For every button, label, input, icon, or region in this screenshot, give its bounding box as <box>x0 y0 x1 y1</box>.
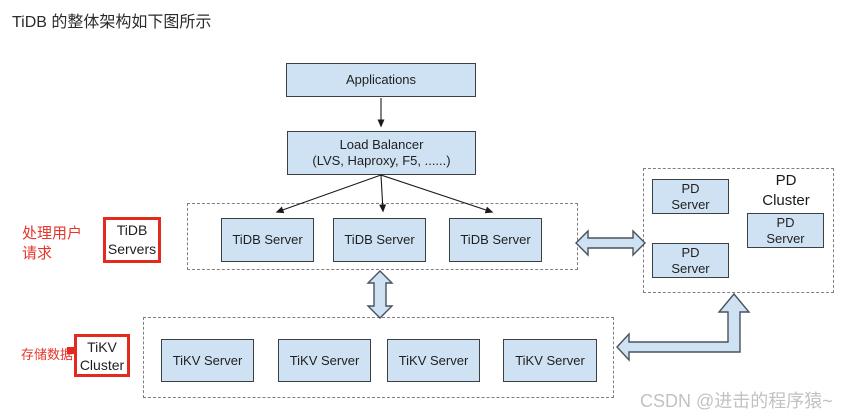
double-arrow-tidb-tikv <box>366 270 394 319</box>
red-connector-dot <box>67 347 74 354</box>
tikv-cluster-highlight-box: TiKV Cluster <box>74 334 130 377</box>
load-balancer-label-line2: (LVS, Haproxy, F5, ......) <box>312 153 451 168</box>
tikv-server-node-3: TiKV Server <box>387 339 480 382</box>
tidb-servers-highlight-line2: Servers <box>107 241 157 257</box>
tidb-annotation-note: 处理用户 请求 <box>22 224 82 264</box>
page-title: TiDB 的整体架构如下图所示 <box>12 14 212 31</box>
tikv-server-node-1: TiKV Server <box>161 339 254 382</box>
pd-server-node-1: PD Server <box>652 179 729 214</box>
pd-server-label-line1: PD <box>681 180 700 196</box>
pd-server-label-line2: Server <box>671 196 710 212</box>
pd-server-label-line1: PD <box>681 244 700 260</box>
tikv-server-label: TiKV Server <box>515 352 585 368</box>
tikv-server-node-4: TiKV Server <box>503 339 597 382</box>
pd-server-label-line2: Server <box>671 260 710 276</box>
pd-cluster-title-line1: PD <box>775 172 797 189</box>
tikv-server-label: TiKV Server <box>398 352 469 368</box>
pd-server-label-line2: Server <box>766 230 805 246</box>
pd-server-node-2: PD Server <box>652 243 729 278</box>
elbow-arrow-tikv-pd <box>616 292 751 362</box>
tikv-server-label: TiKV Server <box>289 352 360 368</box>
pd-server-label-line1: PD <box>776 214 795 230</box>
tidb-server-node-2: TiDB Server <box>333 218 426 262</box>
load-balancer-node: Load Balancer (LVS, Haproxy, F5, ......) <box>287 131 476 175</box>
load-balancer-label-line1: Load Balancer <box>339 137 424 152</box>
tidb-annotation-note-line2: 请求 <box>22 245 53 262</box>
tidb-annotation-note-line1: 处理用户 <box>22 225 83 242</box>
tidb-server-node-3: TiDB Server <box>449 218 542 262</box>
csdn-watermark: CSDN @进击的程序猿~ <box>640 391 833 411</box>
tidb-servers-highlight-line1: TiDB <box>116 222 148 238</box>
pd-cluster-title-line2: Cluster <box>762 192 810 209</box>
pd-cluster-title: PD Cluster <box>744 171 828 211</box>
tidb-server-label: TiDB Server <box>232 232 303 247</box>
tidb-servers-highlight-box: TiDB Servers <box>103 217 161 263</box>
pd-server-node-3: PD Server <box>747 213 824 248</box>
double-arrow-tidb-pd <box>575 229 646 257</box>
tikv-cluster-highlight-line1: TiKV <box>87 338 117 355</box>
applications-label: Applications <box>345 72 417 87</box>
tikv-server-node-2: TiKV Server <box>278 339 371 382</box>
tidb-server-label: TiDB Server <box>460 232 531 247</box>
tidb-server-node-1: TiDB Server <box>221 218 314 262</box>
tikv-server-label: TiKV Server <box>172 352 243 368</box>
tikv-annotation-note: 存储数据 <box>21 347 74 362</box>
tikv-cluster-highlight-line2: Cluster <box>79 356 125 373</box>
tidb-server-label: TiDB Server <box>344 232 415 247</box>
applications-node: Applications <box>286 63 476 97</box>
